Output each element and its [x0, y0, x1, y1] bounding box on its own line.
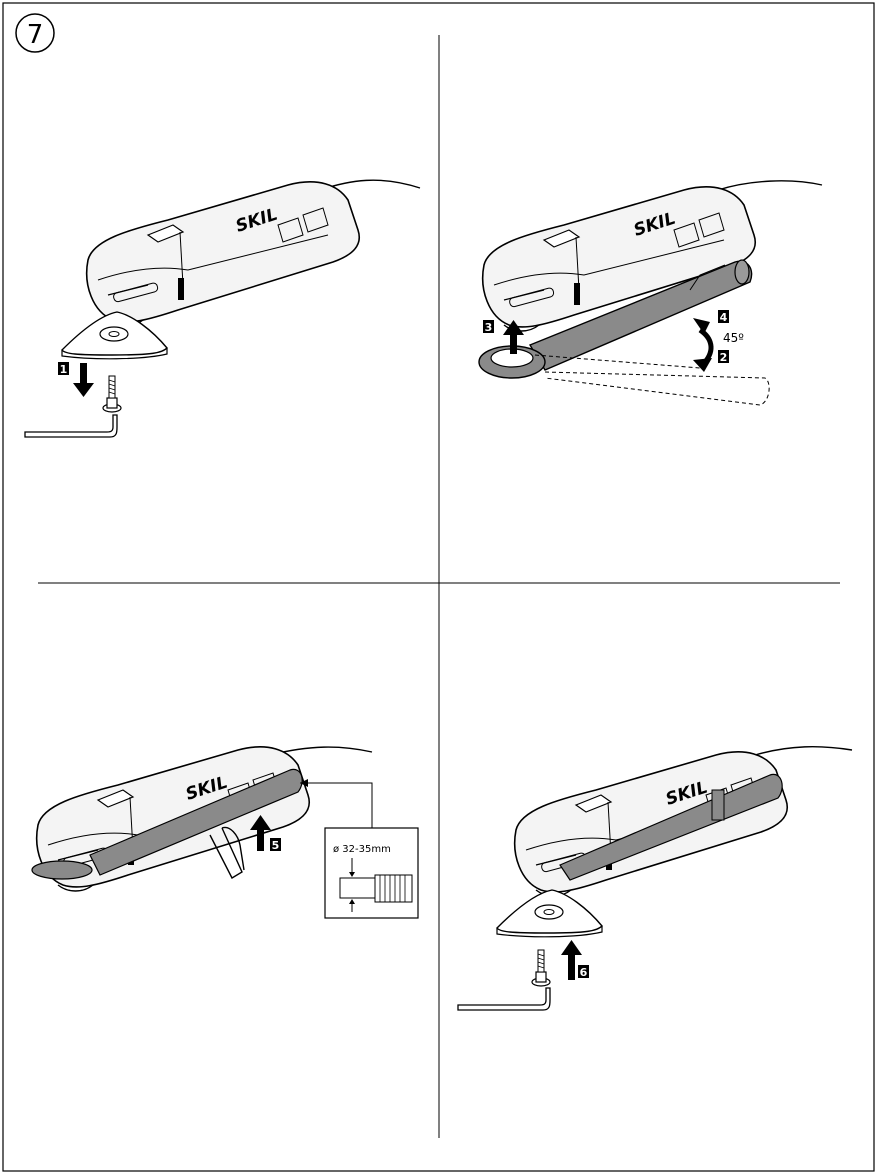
panel-2: SKIL 3 4 45º 2 — [478, 180, 823, 406]
clip — [711, 789, 725, 821]
step-number-4: 4 — [720, 311, 728, 324]
step-number-5: 5 — [272, 839, 280, 852]
step-badge-2 — [718, 350, 729, 363]
arrow-up — [503, 320, 524, 354]
step-badge-3 — [483, 320, 494, 333]
hex-key — [457, 987, 551, 1011]
power-cord — [754, 746, 853, 756]
callout-line — [300, 782, 373, 828]
rotation-angle: 45º — [723, 331, 744, 345]
step-badge-5 — [270, 838, 281, 851]
screw — [102, 375, 122, 413]
sander-tool — [513, 751, 789, 897]
dust-adapter — [478, 259, 770, 406]
arrow-down — [73, 363, 94, 397]
panel-1: SKIL 1 — [24, 179, 421, 438]
figure-number: 7 — [27, 20, 44, 50]
hex-key — [24, 414, 118, 438]
step-number-3: 3 — [485, 321, 493, 334]
dust-adapter — [559, 773, 783, 881]
panel-4: SKIL 6 — [457, 746, 853, 1011]
arrow-up — [561, 940, 582, 980]
sanding-pad — [496, 889, 603, 938]
step-badge-1 — [58, 362, 69, 375]
hose-diameter-label: ø 32-35mm — [333, 844, 391, 855]
step-number-2: 2 — [720, 351, 728, 364]
step-number-1: 1 — [60, 363, 68, 376]
power-cord — [717, 180, 823, 191]
step-badge-4 — [718, 310, 729, 323]
hose-inset: ø 32-35mm — [324, 827, 419, 919]
sander-tool — [85, 181, 361, 327]
screw — [531, 949, 551, 987]
dust-adapter — [89, 768, 303, 876]
rotation-arrow — [698, 327, 714, 364]
step-number-6: 6 — [580, 966, 588, 979]
clip — [209, 826, 245, 879]
step-badge-6 — [578, 965, 589, 978]
sanding-pad — [31, 860, 93, 880]
figure-number-badge: 7 — [15, 13, 55, 53]
sanding-pad — [61, 311, 168, 360]
panel-3: SKIL 5 ø 32-35mm — [31, 746, 419, 919]
arrow-up — [250, 815, 271, 851]
